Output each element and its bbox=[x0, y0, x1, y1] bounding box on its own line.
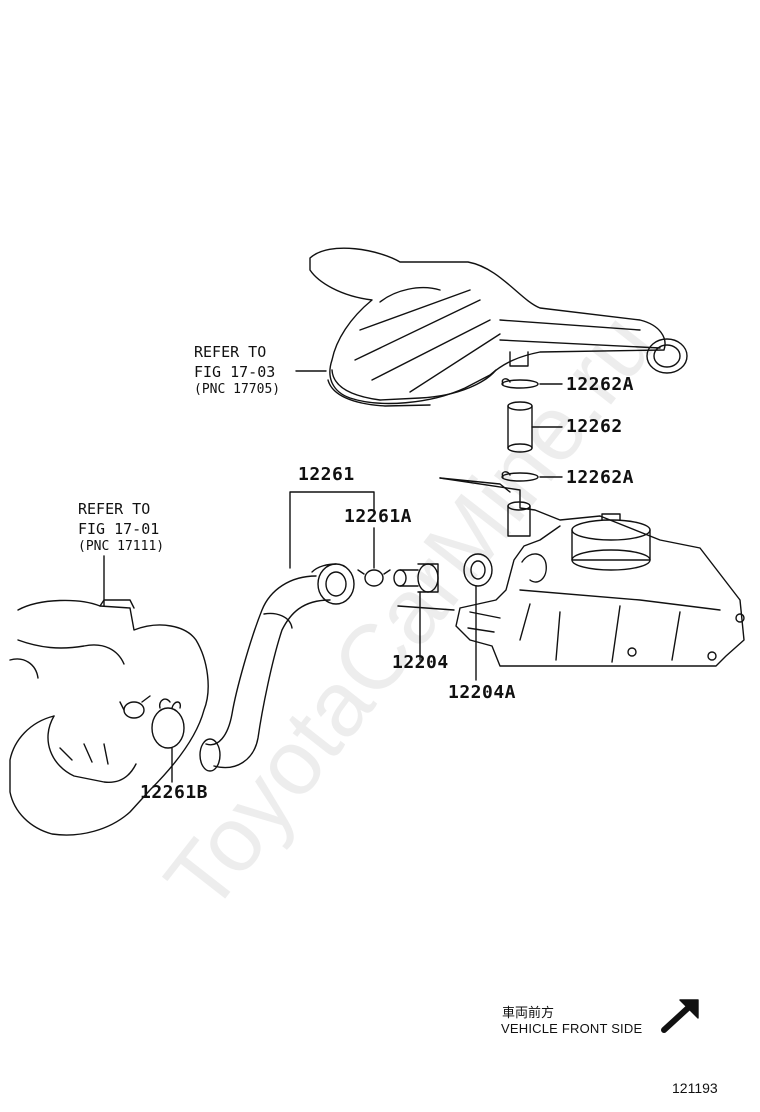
vehicle-front-label-jp: 車両前方 bbox=[502, 1006, 555, 1021]
callout-12262a-bottom: 12262A bbox=[566, 467, 635, 488]
callout-12204: 12204 bbox=[392, 652, 449, 673]
reference-pnc: (PNC 17111) bbox=[78, 539, 165, 554]
figure-number: 121193 bbox=[672, 1080, 718, 1096]
callout-12261: 12261 bbox=[298, 464, 355, 485]
pcv-valve-12204 bbox=[393, 563, 439, 593]
clamp-12261a bbox=[357, 569, 391, 587]
clamp-12261b bbox=[151, 698, 185, 749]
callout-12261a: 12261A bbox=[344, 506, 413, 527]
callout-12262: 12262 bbox=[566, 416, 623, 437]
bracket-12261 bbox=[289, 491, 375, 569]
reference-line-1: REFER TO bbox=[78, 500, 151, 518]
reference-line-1: REFER TO bbox=[194, 343, 267, 361]
air-cleaner-reference: REFER TO FIG 17-03 (PNC 17705) bbox=[194, 343, 280, 399]
reference-line-2: FIG 17-03 bbox=[194, 362, 276, 381]
front-direction-arrow-icon bbox=[661, 999, 699, 1033]
hose-12262 bbox=[507, 401, 533, 453]
intake-manifold-reference: REFER TO FIG 17-01 (PNC 17111) bbox=[78, 500, 164, 556]
hose-12261 bbox=[199, 563, 355, 772]
air-cleaner-housing bbox=[309, 247, 688, 407]
callout-12204a: 12204A bbox=[448, 682, 517, 703]
clamp-12262a-bottom bbox=[501, 471, 539, 482]
reference-pnc: (PNC 17705) bbox=[194, 382, 281, 397]
grommet-12204a bbox=[463, 553, 493, 587]
clamp-12262a-top bbox=[501, 378, 539, 389]
cylinder-head-cover bbox=[397, 477, 745, 667]
vehicle-front-label: VEHICLE FRONT SIDE bbox=[501, 1021, 643, 1036]
callout-12261b: 12261B bbox=[140, 782, 209, 803]
reference-line-2: FIG 17-01 bbox=[78, 519, 160, 538]
intake-manifold bbox=[9, 599, 209, 836]
callout-12262a-top: 12262A bbox=[566, 374, 635, 395]
